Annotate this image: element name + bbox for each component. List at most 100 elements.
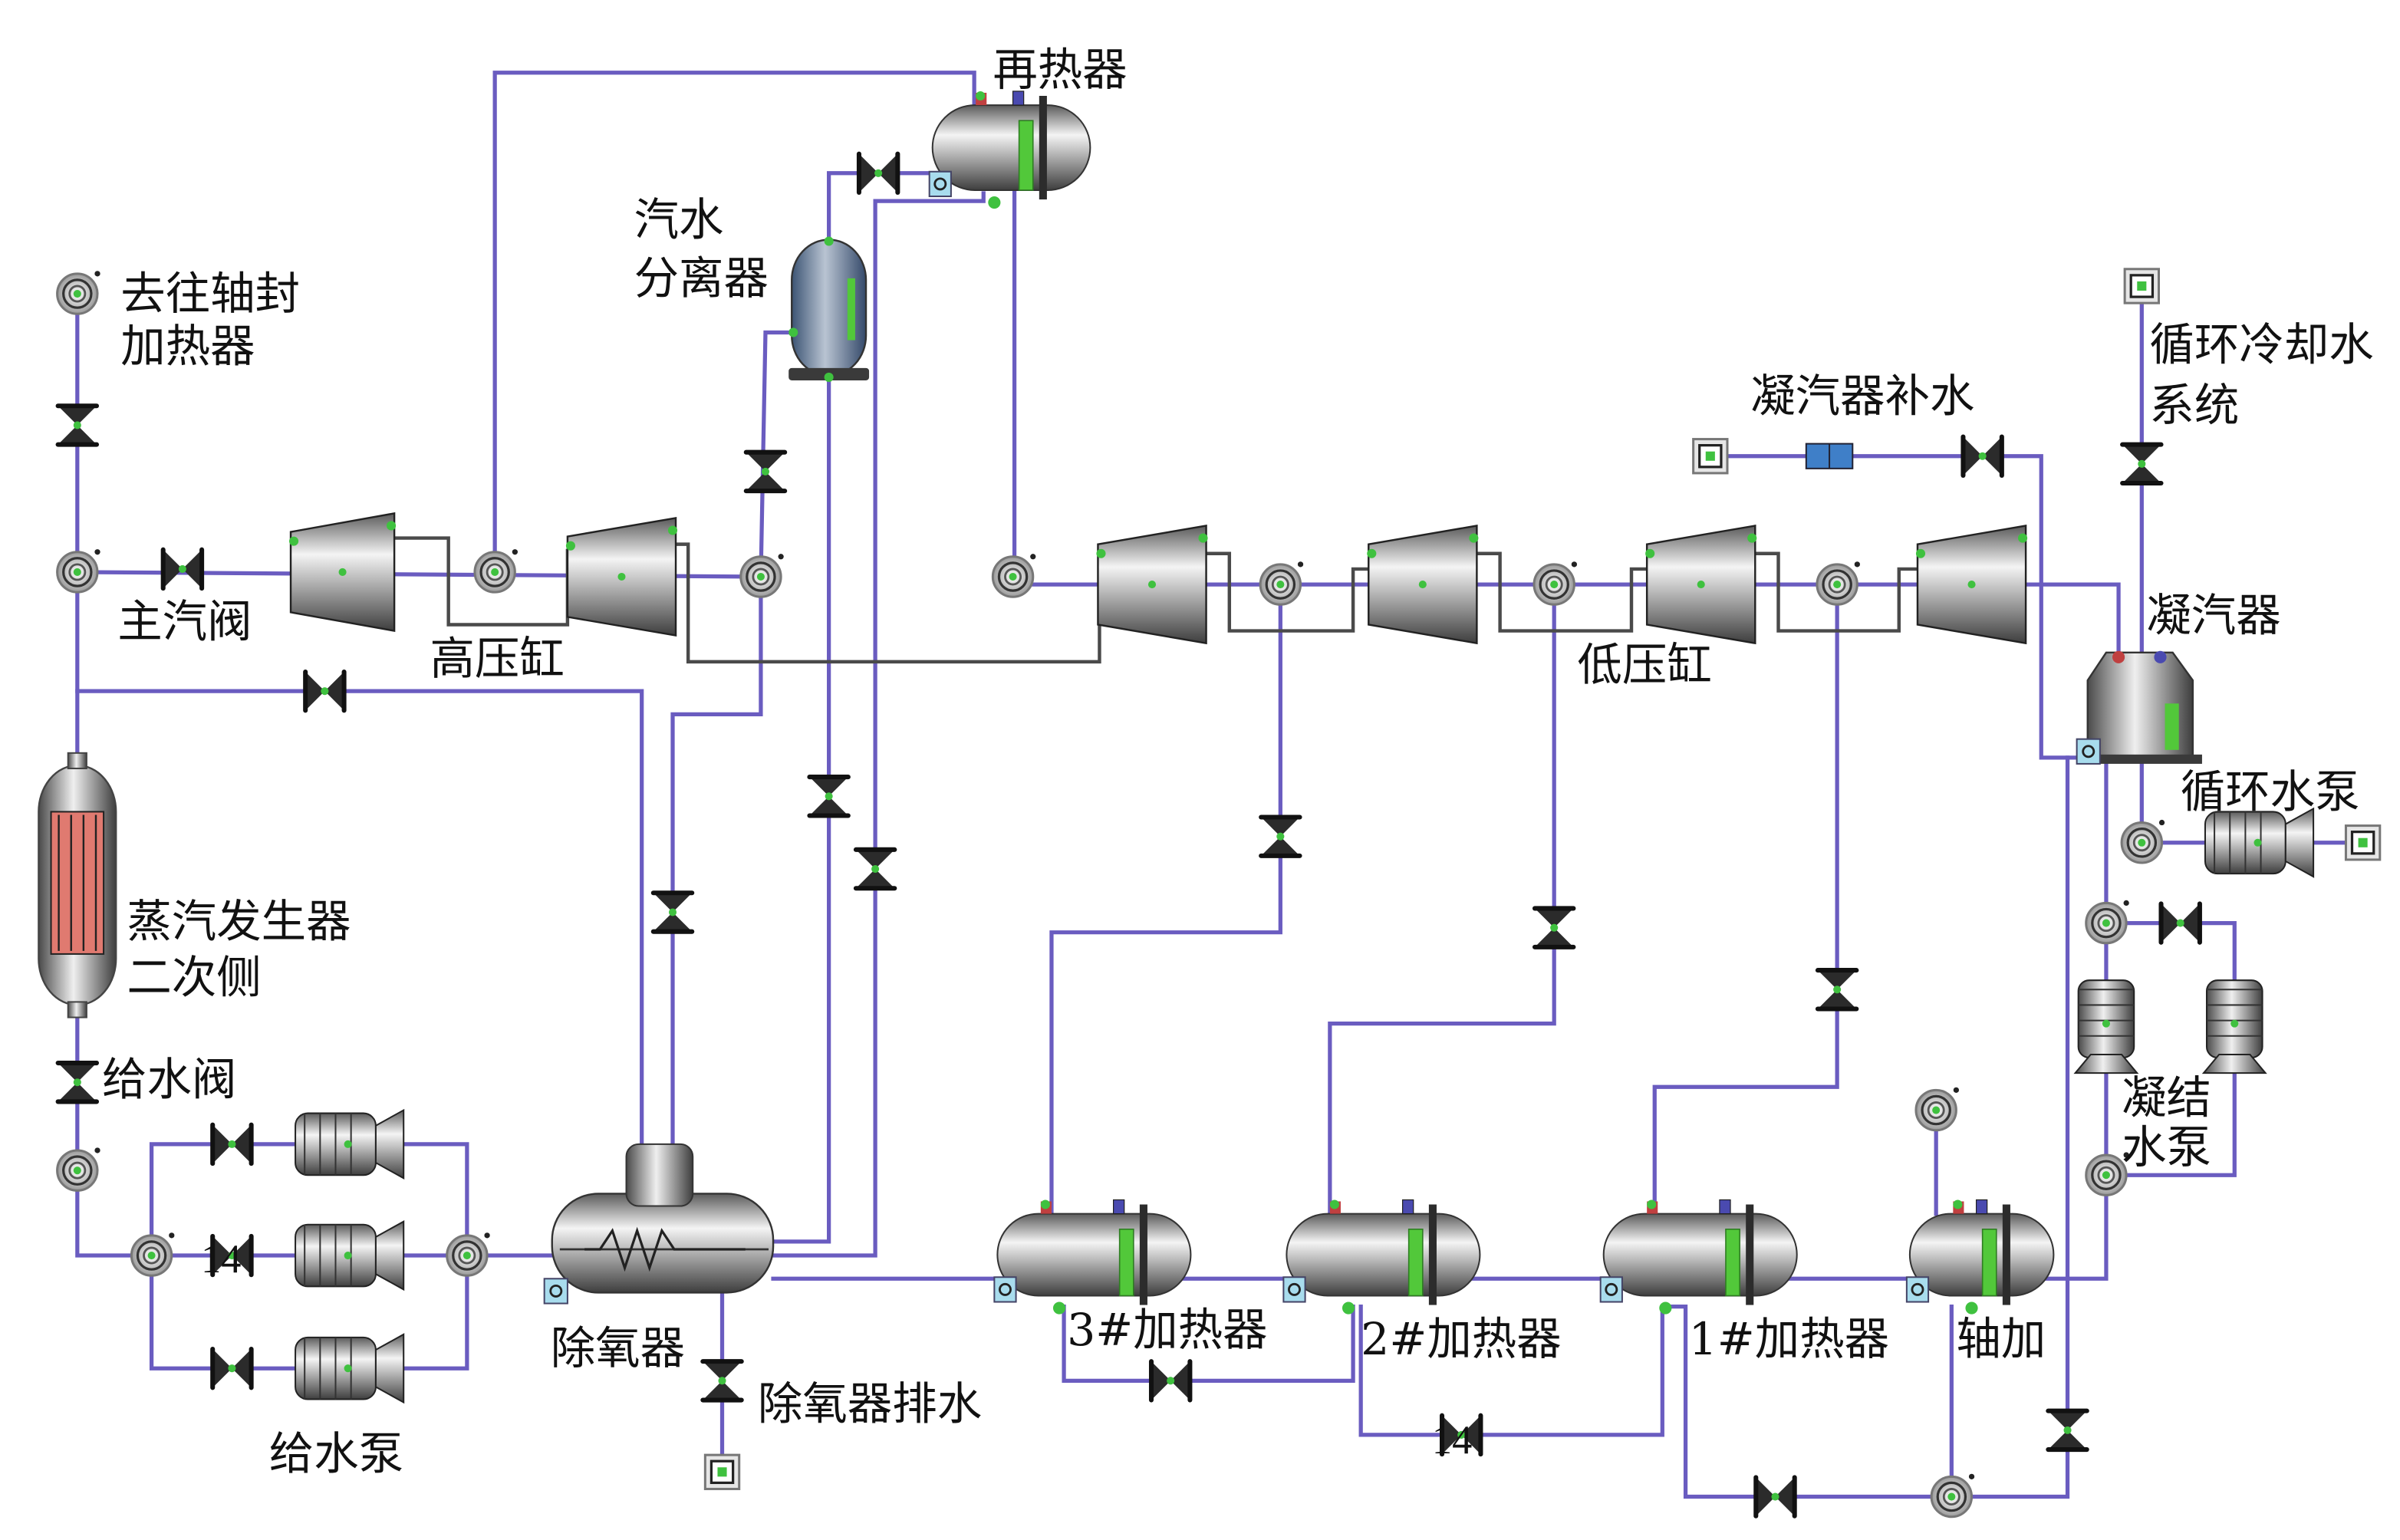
lp-inlet-node-icon [991, 554, 1036, 598]
control-box-icon [993, 1276, 1017, 1303]
circ-water-pump-icon[interactable] [2204, 807, 2315, 878]
extraction-3-valve-icon[interactable] [1259, 814, 1302, 858]
makeup-flowmeter-icon [1805, 443, 1854, 469]
condenser-return-valve-icon[interactable] [2046, 1408, 2089, 1453]
hp-turbine-stage-1-icon [289, 512, 397, 632]
deaerator-icon [543, 1143, 775, 1305]
circ-cooling-source-icon [2123, 268, 2160, 304]
pipe-hp-to-separator [759, 330, 794, 579]
bypass-valve-icon[interactable] [303, 669, 347, 713]
condensate-recirc-valve-icon[interactable] [2158, 901, 2202, 945]
pipe-reheater-drain [771, 191, 986, 1258]
circ-water-node-icon [2120, 819, 2165, 864]
label-deaerator-drain: 除氧器排水 [758, 1378, 982, 1430]
label-condensate-pump-2: 水泵 [2122, 1121, 2211, 1173]
shaft-heater-vent-node-icon [1914, 1087, 1960, 1132]
label-separator-1: 汽水 [634, 193, 724, 245]
label-condenser-makeup: 凝汽器补水 [1750, 370, 1974, 422]
main-steam-valve-icon[interactable] [160, 547, 205, 591]
valve-tag-heater2-drain: 14 [1432, 1418, 1472, 1463]
label-main-steam-valve: 主汽阀 [117, 596, 252, 648]
reheater-drain-valve-icon[interactable] [853, 847, 897, 891]
label-hp-cylinder: 高压缸 [430, 633, 564, 685]
pipe-to-reheater [492, 71, 976, 574]
pipe-extraction-heater3 [1049, 582, 1282, 1216]
control-box-icon [1599, 1276, 1623, 1303]
deaerator-steam-valve-icon[interactable] [650, 890, 695, 934]
label-deaerator: 除氧器 [551, 1322, 685, 1374]
hp-node-icon [473, 549, 518, 594]
hp-turbine-stage-2-icon [565, 516, 678, 637]
deaerator-drain-valve-icon[interactable] [700, 1359, 744, 1403]
separator-outlet-valve-icon[interactable] [856, 151, 900, 196]
label-shaft-seal-feed-2: 加热器 [120, 321, 255, 373]
circ-water-sink-icon [2344, 824, 2382, 861]
hp-exhaust-valve-icon[interactable] [743, 449, 788, 494]
hp-exhaust-node-icon [739, 554, 784, 598]
condensate-pump-1-icon[interactable] [2073, 979, 2139, 1074]
feedwater-valve-icon[interactable] [55, 1061, 100, 1104]
valve-tag-feedpump: 14 [201, 1237, 241, 1282]
condensate-pump-2-icon[interactable] [2201, 979, 2267, 1074]
pipe-steam-to-deaerator [75, 689, 644, 1177]
pipe-separator-drain [771, 377, 831, 1244]
label-reheater: 再热器 [993, 44, 1127, 96]
feedpump-3-valve-icon[interactable] [210, 1346, 254, 1390]
lp-turbine-stage-4-icon [1915, 525, 2028, 645]
feedwater-pump-3-icon[interactable] [295, 1333, 405, 1404]
condenser-icon [2076, 650, 2202, 765]
separator-drain-valve-icon[interactable] [807, 775, 851, 818]
label-feedwater-pump: 给水泵 [269, 1427, 403, 1479]
extraction-1-valve-icon[interactable] [1815, 968, 1859, 1012]
shaft-seal-valve-icon[interactable] [55, 403, 100, 447]
feedpump-inlet-node-icon [130, 1232, 175, 1277]
lp-turbine-stage-3-icon [1645, 525, 1757, 645]
label-circ-cooling-2: 系统 [2149, 379, 2239, 431]
control-box-icon [1282, 1276, 1306, 1303]
heater3-drain-valve-icon[interactable] [1148, 1359, 1193, 1403]
pipe-makeup [1708, 454, 2090, 760]
label-circ-water-pump: 循环水泵 [2181, 765, 2360, 818]
label-condenser: 凝汽器 [2146, 590, 2280, 642]
feedpump-2-valve-icon[interactable] [210, 1233, 254, 1278]
drain-collector-node-icon [1930, 1473, 1975, 1519]
condensate-pump-inlet-node-icon [2085, 900, 2129, 945]
pipe-sg-feed [75, 1002, 154, 1258]
makeup-valve-icon[interactable] [1960, 434, 2004, 478]
pipe-condenser-return [1949, 755, 2070, 1499]
circ-cooling-valve-icon[interactable] [2120, 442, 2164, 486]
lp-turbine-stage-2-icon [1367, 525, 1479, 645]
label-sg-1: 蒸汽发生器 [127, 896, 351, 948]
pipe-condensate-main [771, 1173, 2109, 1281]
pipe-extraction-deaerator [670, 574, 763, 1177]
label-shaft-seal-heater: 轴加 [1956, 1313, 2046, 1365]
pipe-heater3-drain [1062, 1304, 1355, 1383]
equipment-layer [38, 90, 2382, 1519]
label-lp-cylinder: 低压缸 [1577, 639, 1711, 691]
extraction-2-valve-icon[interactable] [1532, 906, 1576, 949]
feedwater-pump-2-icon[interactable] [295, 1219, 405, 1292]
condensate-pump-outlet-node-icon [2085, 1152, 2129, 1196]
heater1-drain-valve-icon[interactable] [1753, 1475, 1797, 1519]
feedwater-node-icon [56, 1147, 100, 1192]
pipe-extraction-heater1 [1652, 582, 1839, 1216]
feedpump-1-valve-icon[interactable] [210, 1122, 254, 1167]
label-separator-2: 分离器 [634, 252, 769, 304]
main-steam-node-icon [56, 549, 100, 594]
heater-3-icon [993, 1199, 1192, 1315]
reheater-icon [928, 90, 1091, 209]
pipe-heater1-drain [1660, 1304, 1954, 1499]
label-feedwater-valve: 给水阀 [102, 1053, 236, 1105]
turbine-exhaust-lines [394, 536, 1918, 664]
shaft-seal-heater-icon [1905, 1199, 2055, 1315]
label-circ-cooling-1: 循环冷却水 [2149, 319, 2373, 371]
label-sg-2: 二次侧 [127, 951, 261, 1003]
feedwater-pump-1-icon[interactable] [295, 1108, 405, 1180]
heater2-drain-valve-icon[interactable] [1439, 1413, 1483, 1457]
heater-2-icon [1282, 1199, 1481, 1315]
label-heater-1: 1#加热器 [1689, 1313, 1890, 1365]
moisture-separator-icon [788, 236, 870, 382]
control-box-icon [2076, 738, 2101, 765]
deaerator-drain-sink-icon [703, 1453, 741, 1490]
